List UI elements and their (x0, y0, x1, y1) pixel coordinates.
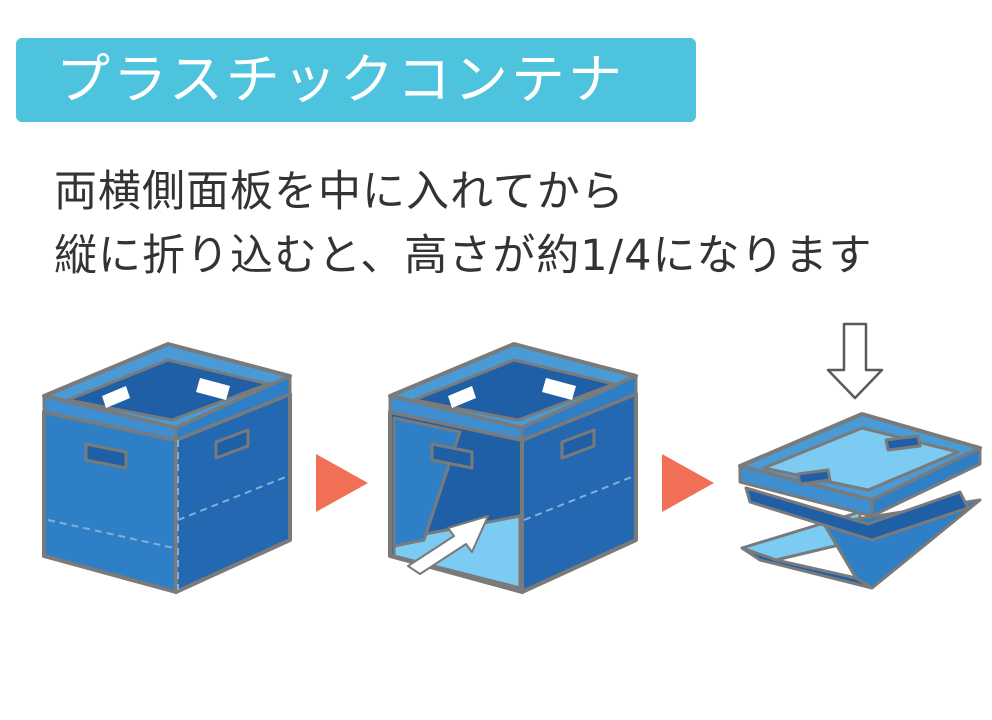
play-triangle-icon (316, 454, 368, 512)
front-face (42, 410, 178, 594)
handle-hole (196, 378, 230, 400)
container-sides-folded (388, 342, 638, 594)
description-line-1: 両横側面板を中に入れてから (54, 167, 625, 217)
handle-hole (102, 386, 130, 408)
arrow-down-icon (826, 322, 884, 400)
container-assembled (42, 342, 292, 594)
play-triangle-icon (662, 454, 714, 512)
page-title: プラスチックコンテナ (56, 48, 625, 111)
handle-slot (214, 428, 250, 460)
title-banner: プラスチックコンテナ (16, 38, 696, 122)
description-line-2: 縦に折り込むと、高さが約1/4になります (54, 231, 873, 281)
description: 両横側面板を中に入れてから 縦に折り込むと、高さが約1/4になります (54, 160, 872, 288)
handle-slot (84, 442, 128, 470)
arrow-up-right-icon (407, 515, 489, 575)
container-fully-folded (738, 322, 982, 590)
